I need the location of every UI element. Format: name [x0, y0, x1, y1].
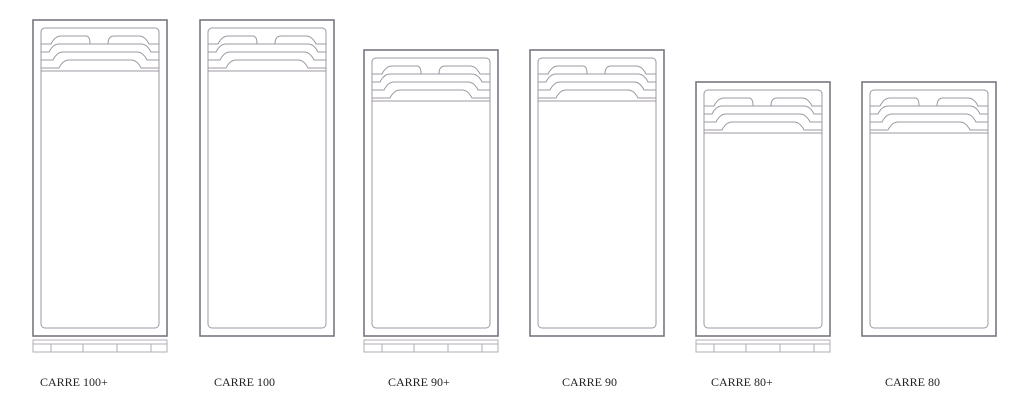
grille-curve-bottom — [41, 59, 159, 69]
grille-curve-right — [438, 65, 490, 75]
radiator-outer-frame — [199, 19, 335, 337]
grille-curve-right — [604, 65, 656, 75]
model-label-carre-100-plus: CARRE 100+ — [40, 375, 108, 389]
grille-curve-bottom — [372, 89, 490, 99]
model-label-carre-90: CARRE 90 — [562, 375, 618, 389]
grille-curve-right — [107, 35, 159, 45]
grille-curve-bottom — [704, 121, 822, 131]
radiator-inner-panel — [40, 27, 160, 329]
model-label-carre-90-plus: CARRE 90+ — [388, 375, 450, 389]
grille-curve-bottom — [538, 89, 656, 99]
model-label-carre-100: CARRE 100 — [214, 375, 276, 389]
grille-curve-left — [870, 97, 920, 107]
grille-curve-lower — [208, 51, 326, 61]
grille-curve-lower — [704, 113, 822, 123]
grille-curve-lower — [538, 81, 656, 91]
grille-curve-middle — [538, 73, 656, 83]
top-grille — [538, 65, 656, 102]
radiator-carre-90 — [529, 49, 665, 337]
grille-curve-lower — [372, 81, 490, 91]
grille-curve-lower — [41, 51, 159, 61]
base-strip — [32, 339, 168, 353]
radiator-carre-90-plus — [363, 49, 499, 353]
top-grille — [41, 35, 159, 72]
model-label-carre-80: CARRE 80 — [885, 375, 941, 389]
base-outline — [363, 339, 499, 353]
grille-curve-right — [274, 35, 326, 45]
top-grille — [704, 97, 822, 134]
radiator-inner-panel — [703, 89, 823, 329]
grille-curve-right — [770, 97, 822, 107]
grille-curve-left — [372, 65, 422, 75]
radiator-outer-frame — [529, 49, 665, 337]
radiator-outer-frame — [32, 19, 168, 337]
model-label-carre-80-plus: CARRE 80+ — [711, 375, 773, 389]
radiator-carre-100-plus — [32, 19, 168, 353]
grille-curve-middle — [870, 105, 988, 115]
grille-curve-left — [704, 97, 754, 107]
base-strip — [363, 339, 499, 353]
base-outline — [32, 339, 168, 353]
radiator-inner-panel — [207, 27, 327, 329]
top-grille — [870, 97, 988, 134]
radiator-carre-100 — [199, 19, 335, 337]
radiator-carre-80-plus — [695, 81, 831, 353]
radiator-inner-panel — [869, 89, 989, 329]
grille-curve-bottom — [208, 59, 326, 69]
base-outline — [695, 339, 831, 353]
grille-curve-middle — [208, 43, 326, 53]
grille-curve-left — [41, 35, 91, 45]
grille-curve-middle — [704, 105, 822, 115]
top-grille — [372, 65, 490, 102]
base-strip — [695, 339, 831, 353]
radiator-outer-frame — [695, 81, 831, 337]
grille-curve-left — [208, 35, 258, 45]
radiator-inner-panel — [371, 57, 491, 329]
grille-curve-bottom — [870, 121, 988, 131]
grille-curve-middle — [41, 43, 159, 53]
radiator-carre-80 — [861, 81, 997, 337]
radiator-inner-panel — [537, 57, 657, 329]
grille-curve-lower — [870, 113, 988, 123]
grille-curve-left — [538, 65, 588, 75]
top-grille — [208, 35, 326, 72]
radiator-outer-frame — [861, 81, 997, 337]
grille-curve-middle — [372, 73, 490, 83]
grille-curve-right — [936, 97, 988, 107]
radiator-outer-frame — [363, 49, 499, 337]
